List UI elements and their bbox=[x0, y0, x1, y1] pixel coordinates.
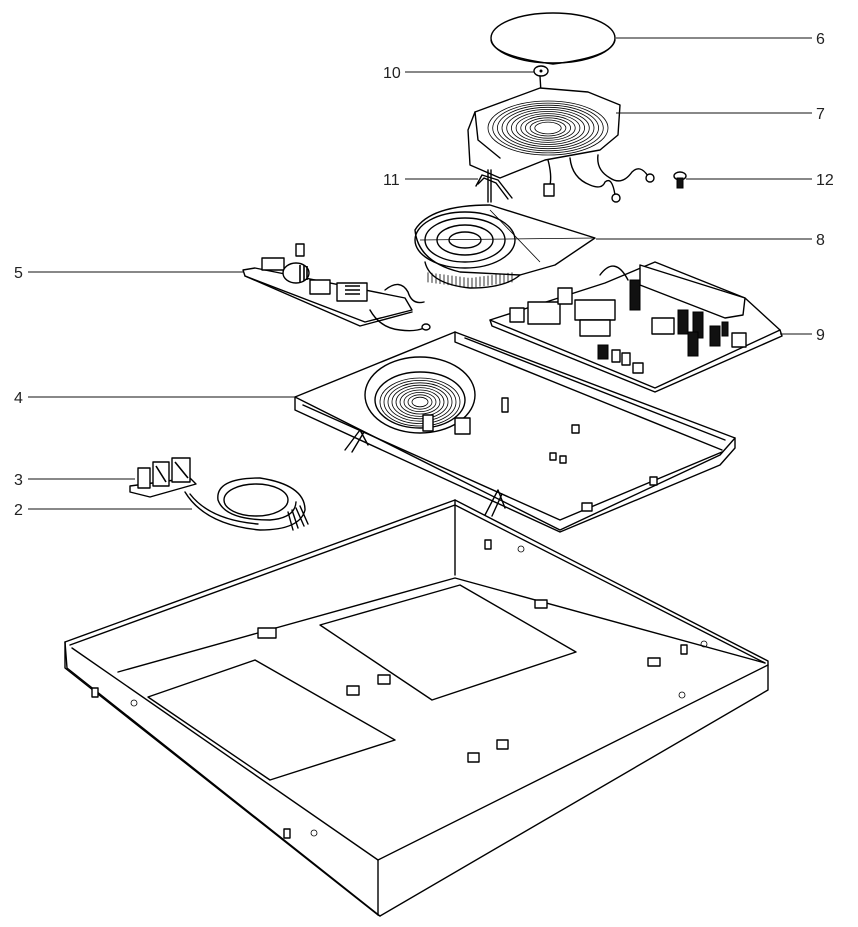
part-11-clip bbox=[475, 169, 513, 203]
coil-winding bbox=[391, 384, 449, 420]
coil-winding bbox=[399, 389, 441, 415]
coil-winding bbox=[496, 104, 599, 152]
callout-5: 5 bbox=[14, 265, 23, 282]
part-4-internal-tray bbox=[294, 331, 736, 533]
part-9-power-board bbox=[489, 261, 783, 393]
part-8-fan-assembly bbox=[414, 204, 596, 289]
coil-winding bbox=[487, 100, 609, 156]
coil-winding bbox=[501, 106, 595, 150]
callout-2: 2 bbox=[14, 502, 23, 519]
coil-winding bbox=[510, 111, 585, 145]
callout-12: 12 bbox=[816, 172, 834, 189]
coil-winding bbox=[411, 396, 429, 408]
callout-6: 6 bbox=[816, 31, 825, 48]
coil-winding bbox=[515, 113, 581, 143]
part-5-filter-board bbox=[242, 243, 431, 332]
coil-winding bbox=[403, 391, 437, 412]
coil-winding bbox=[529, 119, 567, 137]
coil-winding bbox=[525, 117, 572, 139]
callout-3: 3 bbox=[14, 472, 23, 489]
coil-winding bbox=[506, 109, 590, 148]
callout-10: 10 bbox=[383, 65, 401, 82]
coil-winding bbox=[407, 394, 433, 410]
coil-winding bbox=[395, 387, 445, 417]
coil-winding bbox=[534, 121, 562, 135]
coil-winding bbox=[383, 379, 457, 424]
coil-winding bbox=[379, 377, 461, 427]
callout-11: 11 bbox=[383, 172, 400, 189]
callout-4: 4 bbox=[14, 390, 23, 407]
coil-winding bbox=[387, 382, 453, 422]
callout-8: 8 bbox=[816, 232, 825, 249]
callout-9: 9 bbox=[816, 327, 825, 344]
part-6-glass-plate bbox=[490, 12, 616, 65]
leader-lines bbox=[28, 37, 812, 510]
part-12-screw bbox=[673, 171, 687, 189]
bottom-housing bbox=[64, 499, 769, 917]
coil-winding bbox=[492, 102, 604, 154]
part-7-induction-coil bbox=[467, 87, 655, 203]
callout-labels: 6 10 7 11 12 8 5 9 4 3 2 bbox=[14, 31, 834, 519]
part-3-terminal-block bbox=[129, 457, 197, 498]
part-2-power-cable bbox=[184, 477, 309, 531]
coil-winding bbox=[520, 115, 576, 141]
callout-7: 7 bbox=[816, 106, 825, 123]
